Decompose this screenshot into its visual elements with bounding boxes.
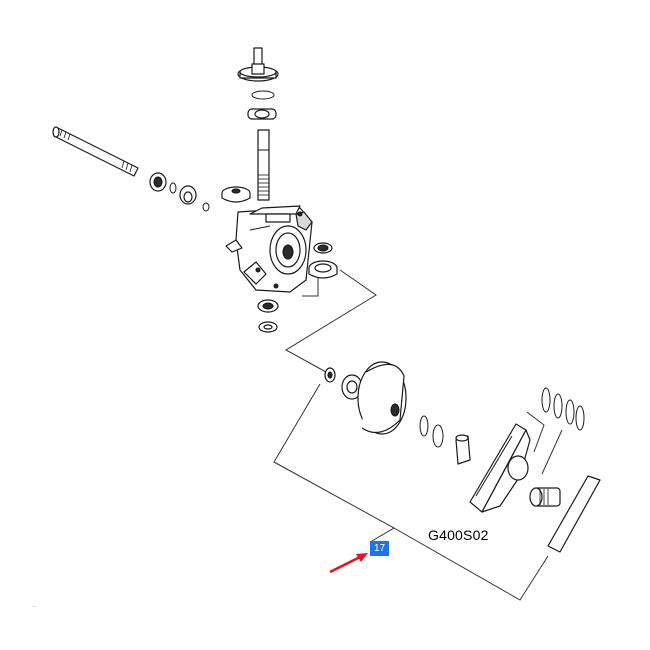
top-flange-part — [237, 47, 279, 82]
nut-part — [324, 367, 336, 383]
cap-part — [221, 186, 251, 203]
snap-ring-leader — [526, 411, 545, 453]
circlip-a — [419, 415, 429, 437]
snap-ring-leader-2 — [541, 429, 563, 475]
group-outline-line — [273, 383, 396, 542]
vertical-shaft-part — [257, 129, 270, 201]
axle-ring-end — [202, 202, 210, 212]
axle-ring-small — [169, 182, 177, 194]
red-arrow-icon — [329, 553, 368, 574]
corner-mark: .. — [33, 603, 37, 609]
axle-bearing-part — [149, 172, 167, 192]
gear-plate-part — [469, 423, 531, 513]
gearbox-housing-part — [225, 205, 313, 293]
lower-bearing-part — [341, 374, 363, 400]
housing-seal-part — [308, 260, 338, 279]
o-ring-top — [251, 90, 275, 100]
group-bottom-line — [393, 527, 549, 601]
axle-washer-part — [179, 185, 197, 205]
diagonal-axle-part — [52, 126, 139, 177]
upper-leader-line — [302, 278, 319, 297]
circlip-b — [432, 424, 444, 448]
zigzag-leader-line — [285, 269, 377, 373]
housing-bearing-part — [313, 242, 333, 254]
part-callout-17[interactable]: 17 — [370, 541, 389, 556]
disc-cover-part — [357, 361, 407, 435]
bottom-ring-part — [258, 321, 278, 333]
snap-rings-group — [541, 387, 585, 431]
bottom-bearing-part — [257, 299, 279, 313]
spacer-bushing-part — [455, 434, 471, 465]
output-hub-part — [529, 475, 601, 553]
top-bearing-part — [247, 108, 277, 120]
drawing-code-label: G400S02 — [428, 527, 489, 543]
